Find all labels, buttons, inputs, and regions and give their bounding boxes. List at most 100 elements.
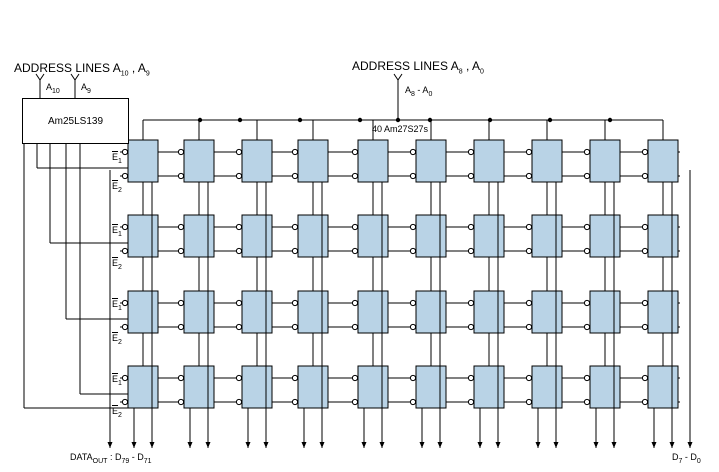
enable-bubble-e2-r1-c9: [583, 172, 591, 180]
enable-bubble-e2-r2-c2: [177, 247, 185, 255]
enable-bubble-e2-r3-c6: [409, 323, 417, 331]
enable-bubble-e1-r2-c3: [235, 223, 243, 231]
memory-chip-r3-c4: [297, 290, 329, 334]
enable-bubble-e2-r3-c4: [291, 323, 299, 331]
address-input-fork-a9: [74, 73, 80, 81]
data-out-left-label: DATAOUT : D79 - D71: [70, 452, 152, 465]
enable-bubble-e1-r3-c4: [291, 299, 299, 307]
enable-bubble-e2-r3-c10: [641, 323, 649, 331]
memory-chip-r2-c6: [415, 214, 447, 258]
memory-chip-r3-c2: [183, 290, 215, 334]
memory-chip-r1-c3: [241, 139, 273, 183]
enable-bubble-e1-r4-c8: [525, 374, 533, 382]
data-output-tap-arrow-col-4: [361, 442, 367, 448]
memory-chip-r2-c10: [647, 214, 679, 258]
enable-bubble-e1-r1-c10: [641, 148, 649, 156]
enable-bubble-e2-r2-c9: [583, 247, 591, 255]
enable-bubble-e2-r1-c8: [525, 172, 533, 180]
row4-e2-label: E2: [112, 406, 122, 419]
memory-chip-r4-c4: [297, 365, 329, 409]
memory-chip-r1-c5: [357, 139, 389, 183]
enable-bubble-e2-r4-c8: [525, 398, 533, 406]
enable-bubble-e2-r2-c6: [409, 247, 417, 255]
memory-chip-r1-c7: [473, 139, 505, 183]
enable-bubble-e1-r1-c4: [291, 148, 299, 156]
address-input-fork-a8-a0: [393, 73, 399, 81]
memory-chip-r4-c1: [127, 365, 159, 409]
enable-bubble-e2-r3-c5: [351, 323, 359, 331]
enable-bubble-e1-r3-c10: [641, 299, 649, 307]
memory-chip-r3-c3: [241, 290, 273, 334]
data-output-tap-arrow-col-3: [301, 442, 307, 448]
enable-bubble-e1-r4-c1: [121, 374, 129, 382]
enable-bubble-e1-r2-c9: [583, 223, 591, 231]
data-output-tap-arrow-col-8: [593, 442, 599, 448]
enable-bubble-e2-r2-c7: [467, 247, 475, 255]
enable-bubble-e2-r2-c10: [641, 247, 649, 255]
address-input-fork-a10: [35, 73, 41, 81]
memory-chip-r4-c6: [415, 365, 447, 409]
memory-chip-r4-c5: [357, 365, 389, 409]
data-output-tap-arrow-col-1: [187, 442, 193, 448]
enable-bubble-e1-r2-c1: [121, 223, 129, 231]
enable-bubble-e2-r2-c3: [235, 247, 243, 255]
memory-chip-r1-c8: [531, 139, 563, 183]
enable-bubble-e1-r1-c1: [121, 148, 129, 156]
enable-bubble-e1-r2-c8: [525, 223, 533, 231]
enable-bubble-e1-r3-c6: [409, 299, 417, 307]
enable-bubble-e2-r2-c5: [351, 247, 359, 255]
address-bus-dot-1: [237, 117, 243, 123]
enable-bubble-e2-r1-c7: [467, 172, 475, 180]
pin-a8-a0-label: A8 - A0: [405, 85, 433, 98]
memory-chip-r2-c4: [297, 214, 329, 258]
memory-chip-r1-c9: [589, 139, 621, 183]
row2-e2-label: E2: [112, 258, 122, 271]
enable-bubble-e1-r4-c10: [641, 374, 649, 382]
enable-bubble-e2-r3-c7: [467, 323, 475, 331]
decoder-block: Am25LS139: [22, 98, 129, 144]
address-bus-dot-4: [427, 117, 433, 123]
decoder-label: Am25LS139: [47, 115, 104, 127]
memory-chip-r2-c9: [589, 214, 621, 258]
enable-bubble-e1-r2-c4: [291, 223, 299, 231]
pin-a10-label: A10: [46, 82, 60, 95]
enable-bubble-e2-r4-c7: [467, 398, 475, 406]
data-output-arrow-col-5: [437, 442, 443, 448]
enable-bubble-e1-r3-c7: [467, 299, 475, 307]
data-output-arrow-col-7: [553, 442, 559, 448]
enable-bubble-e2-r4-c4: [291, 398, 299, 406]
memory-chip-r4-c2: [183, 365, 215, 409]
enable-bubble-e2-r3-c9: [583, 323, 591, 331]
address-input-fork-a10: [39, 73, 45, 81]
pin-a9-label: A9: [81, 82, 91, 95]
memory-chip-r3-c7: [473, 290, 505, 334]
enable-bubble-e1-r3-c9: [583, 299, 591, 307]
data-output-arrow-col-1: [205, 442, 211, 448]
memory-chip-r1-c1: [127, 139, 159, 183]
address-bus-dot-5: [487, 117, 493, 123]
data-output-arrow-col-8: [611, 442, 617, 448]
memory-chip-r2-c3: [241, 214, 273, 258]
enable-bubble-e2-r1-c6: [409, 172, 417, 180]
enable-bubble-e1-r1-c6: [409, 148, 417, 156]
enable-bubble-e2-r4-c5: [351, 398, 359, 406]
enable-bubble-e2-r3-c3: [235, 323, 243, 331]
enable-bubble-e2-r4-c9: [583, 398, 591, 406]
enable-bubble-e2-r3-c2: [177, 323, 185, 331]
memory-chip-r3-c8: [531, 290, 563, 334]
row3-e2-label: E2: [112, 333, 122, 346]
enable-bubble-e2-r4-c2: [177, 398, 185, 406]
memory-chip-r3-c9: [589, 290, 621, 334]
left-data-bus-arrow: [107, 442, 113, 448]
enable-bubble-e1-r4-c3: [235, 374, 243, 382]
memory-chip-r2-c7: [473, 214, 505, 258]
enable-bubble-e1-r3-c5: [351, 299, 359, 307]
data-output-arrow-col-6: [495, 442, 501, 448]
memory-chip-r4-c10: [647, 365, 679, 409]
address-bus-dot-0: [197, 117, 203, 123]
memory-chip-r3-c10: [647, 290, 679, 334]
memory-chip-r4-c3: [241, 365, 273, 409]
enable-bubble-e2-r1-c3: [235, 172, 243, 180]
enable-bubble-e1-r3-c1: [121, 299, 129, 307]
memory-chip-r3-c5: [357, 290, 389, 334]
